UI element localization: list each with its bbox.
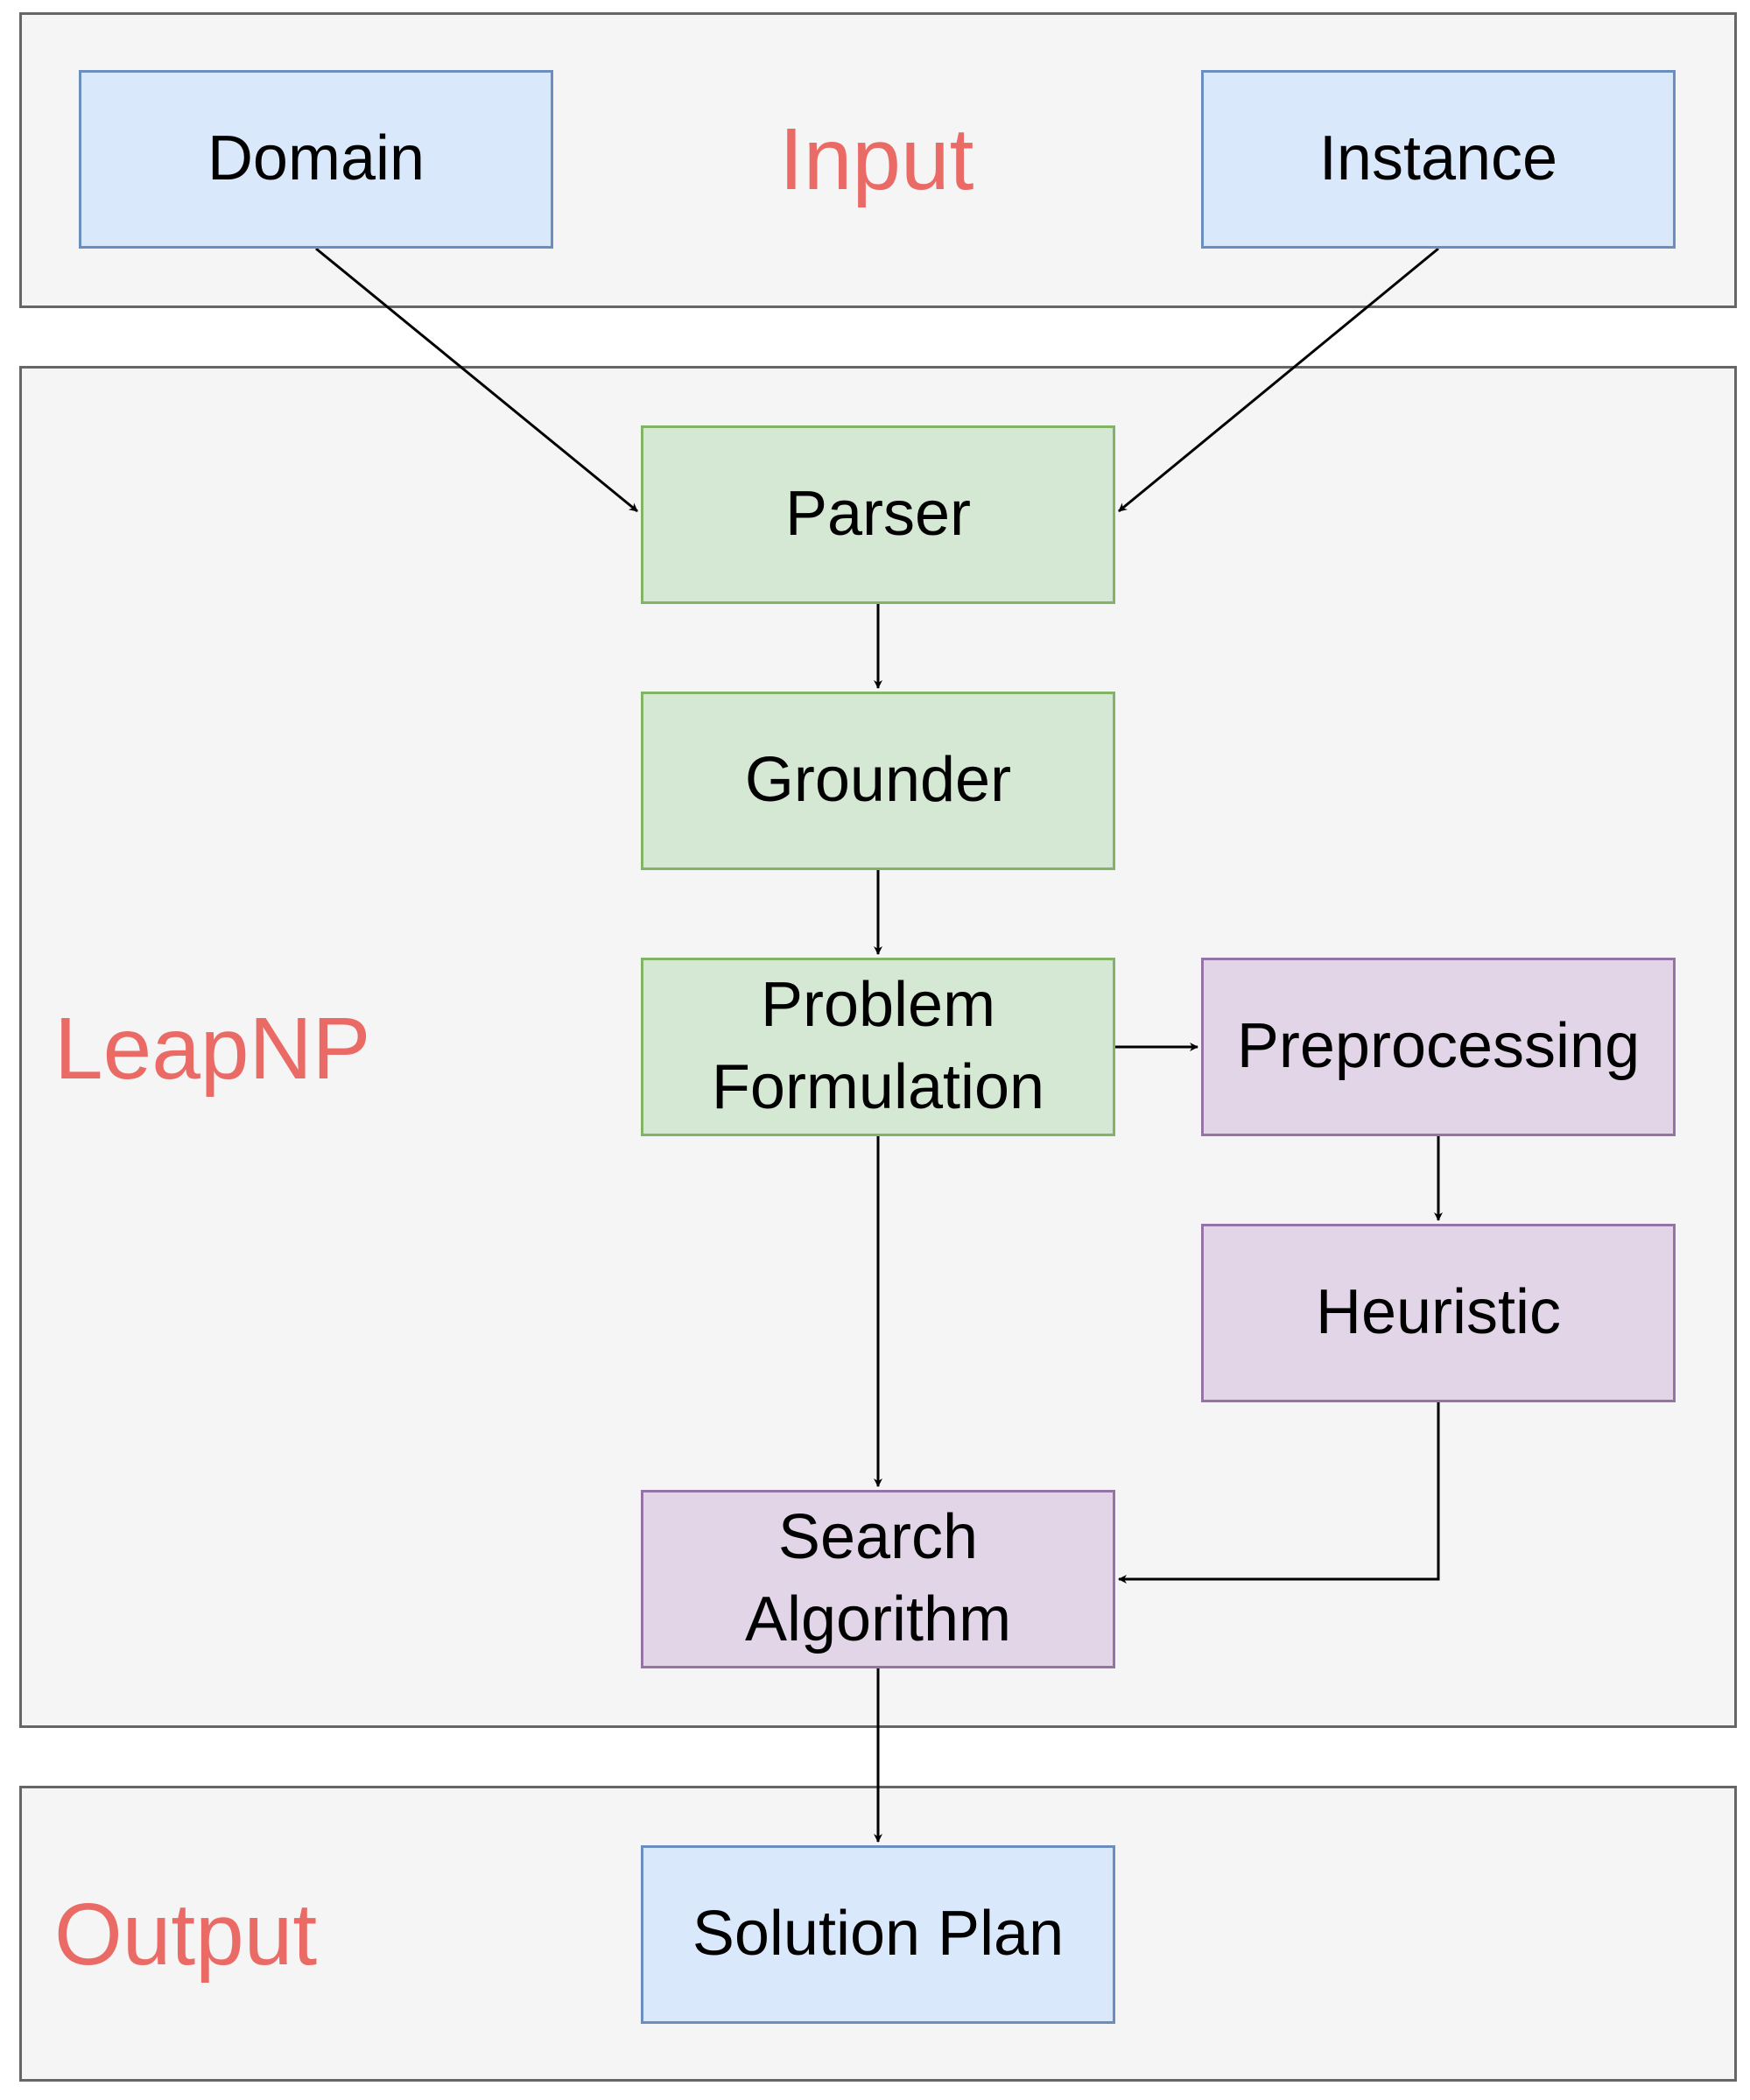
input-section-label: Input xyxy=(779,110,974,208)
instance-node: Instance xyxy=(1201,70,1676,249)
leapnp-section-label: LeapNP xyxy=(54,1000,371,1098)
output-section-label: Output xyxy=(54,1886,318,1984)
solution-plan-node: Solution Plan xyxy=(641,1845,1115,2024)
domain-node: Domain xyxy=(79,70,553,249)
grounder-node: Grounder xyxy=(641,692,1115,870)
problem-formulation-node: Problem Formulation xyxy=(641,958,1115,1136)
parser-node: Parser xyxy=(641,425,1115,604)
heuristic-node: Heuristic xyxy=(1201,1224,1676,1402)
preprocessing-node: Preprocessing xyxy=(1201,958,1676,1136)
search-algorithm-node: Search Algorithm xyxy=(641,1490,1115,1668)
